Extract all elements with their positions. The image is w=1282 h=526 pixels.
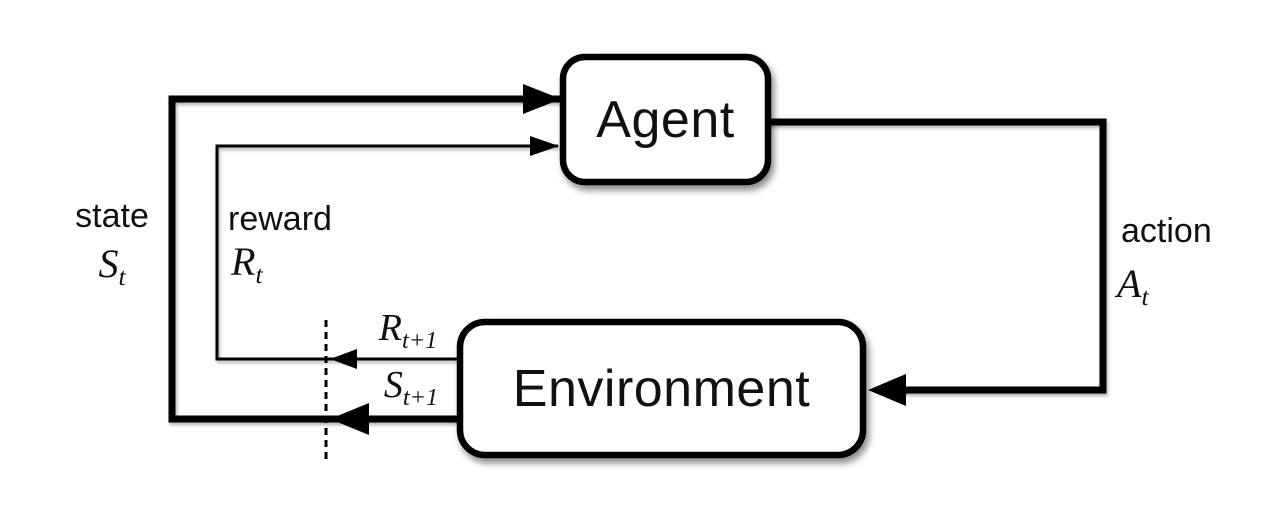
state-arrowhead-into-agent	[523, 84, 561, 114]
state-flow-line	[168, 95, 560, 423]
state-symbol-label: St	[55, 241, 169, 290]
action-symbol-label: At	[1117, 261, 1149, 310]
next-state-symbol-label: St+1	[352, 364, 470, 409]
next-reward-symbol: R	[378, 307, 402, 349]
reward-symbol-label: Rt	[231, 239, 263, 288]
agent-node-label: Agent	[596, 90, 735, 149]
next-reward-symbol-label: Rt+1	[350, 307, 466, 352]
next-state-symbol-subscript: t+1	[402, 383, 439, 411]
next-state-symbol: S	[383, 364, 403, 406]
state-symbol: S	[98, 241, 119, 286]
next-state-arrowhead-at-divider	[330, 403, 369, 435]
reward-symbol: R	[231, 239, 256, 284]
reward-symbol-subscript: t	[255, 260, 263, 290]
next-reward-arrowhead-at-divider	[330, 349, 357, 369]
action-flow-line	[766, 118, 1107, 394]
action-arrowhead-into-environment	[868, 374, 906, 406]
environment-node-box	[456, 318, 867, 459]
action-symbol-subscript: t	[1141, 282, 1149, 312]
reward-word-label: reward	[228, 200, 332, 238]
state-symbol-subscript: t	[118, 262, 126, 292]
reward-arrowhead-into-agent	[530, 136, 559, 156]
action-word-label: action	[1121, 212, 1212, 250]
next-reward-symbol-subscript: t+1	[401, 326, 438, 354]
agent-node-box	[559, 53, 772, 186]
environment-node-label: Environment	[512, 359, 811, 418]
action-symbol: A	[1117, 261, 1142, 306]
state-word-label: state	[75, 197, 149, 235]
